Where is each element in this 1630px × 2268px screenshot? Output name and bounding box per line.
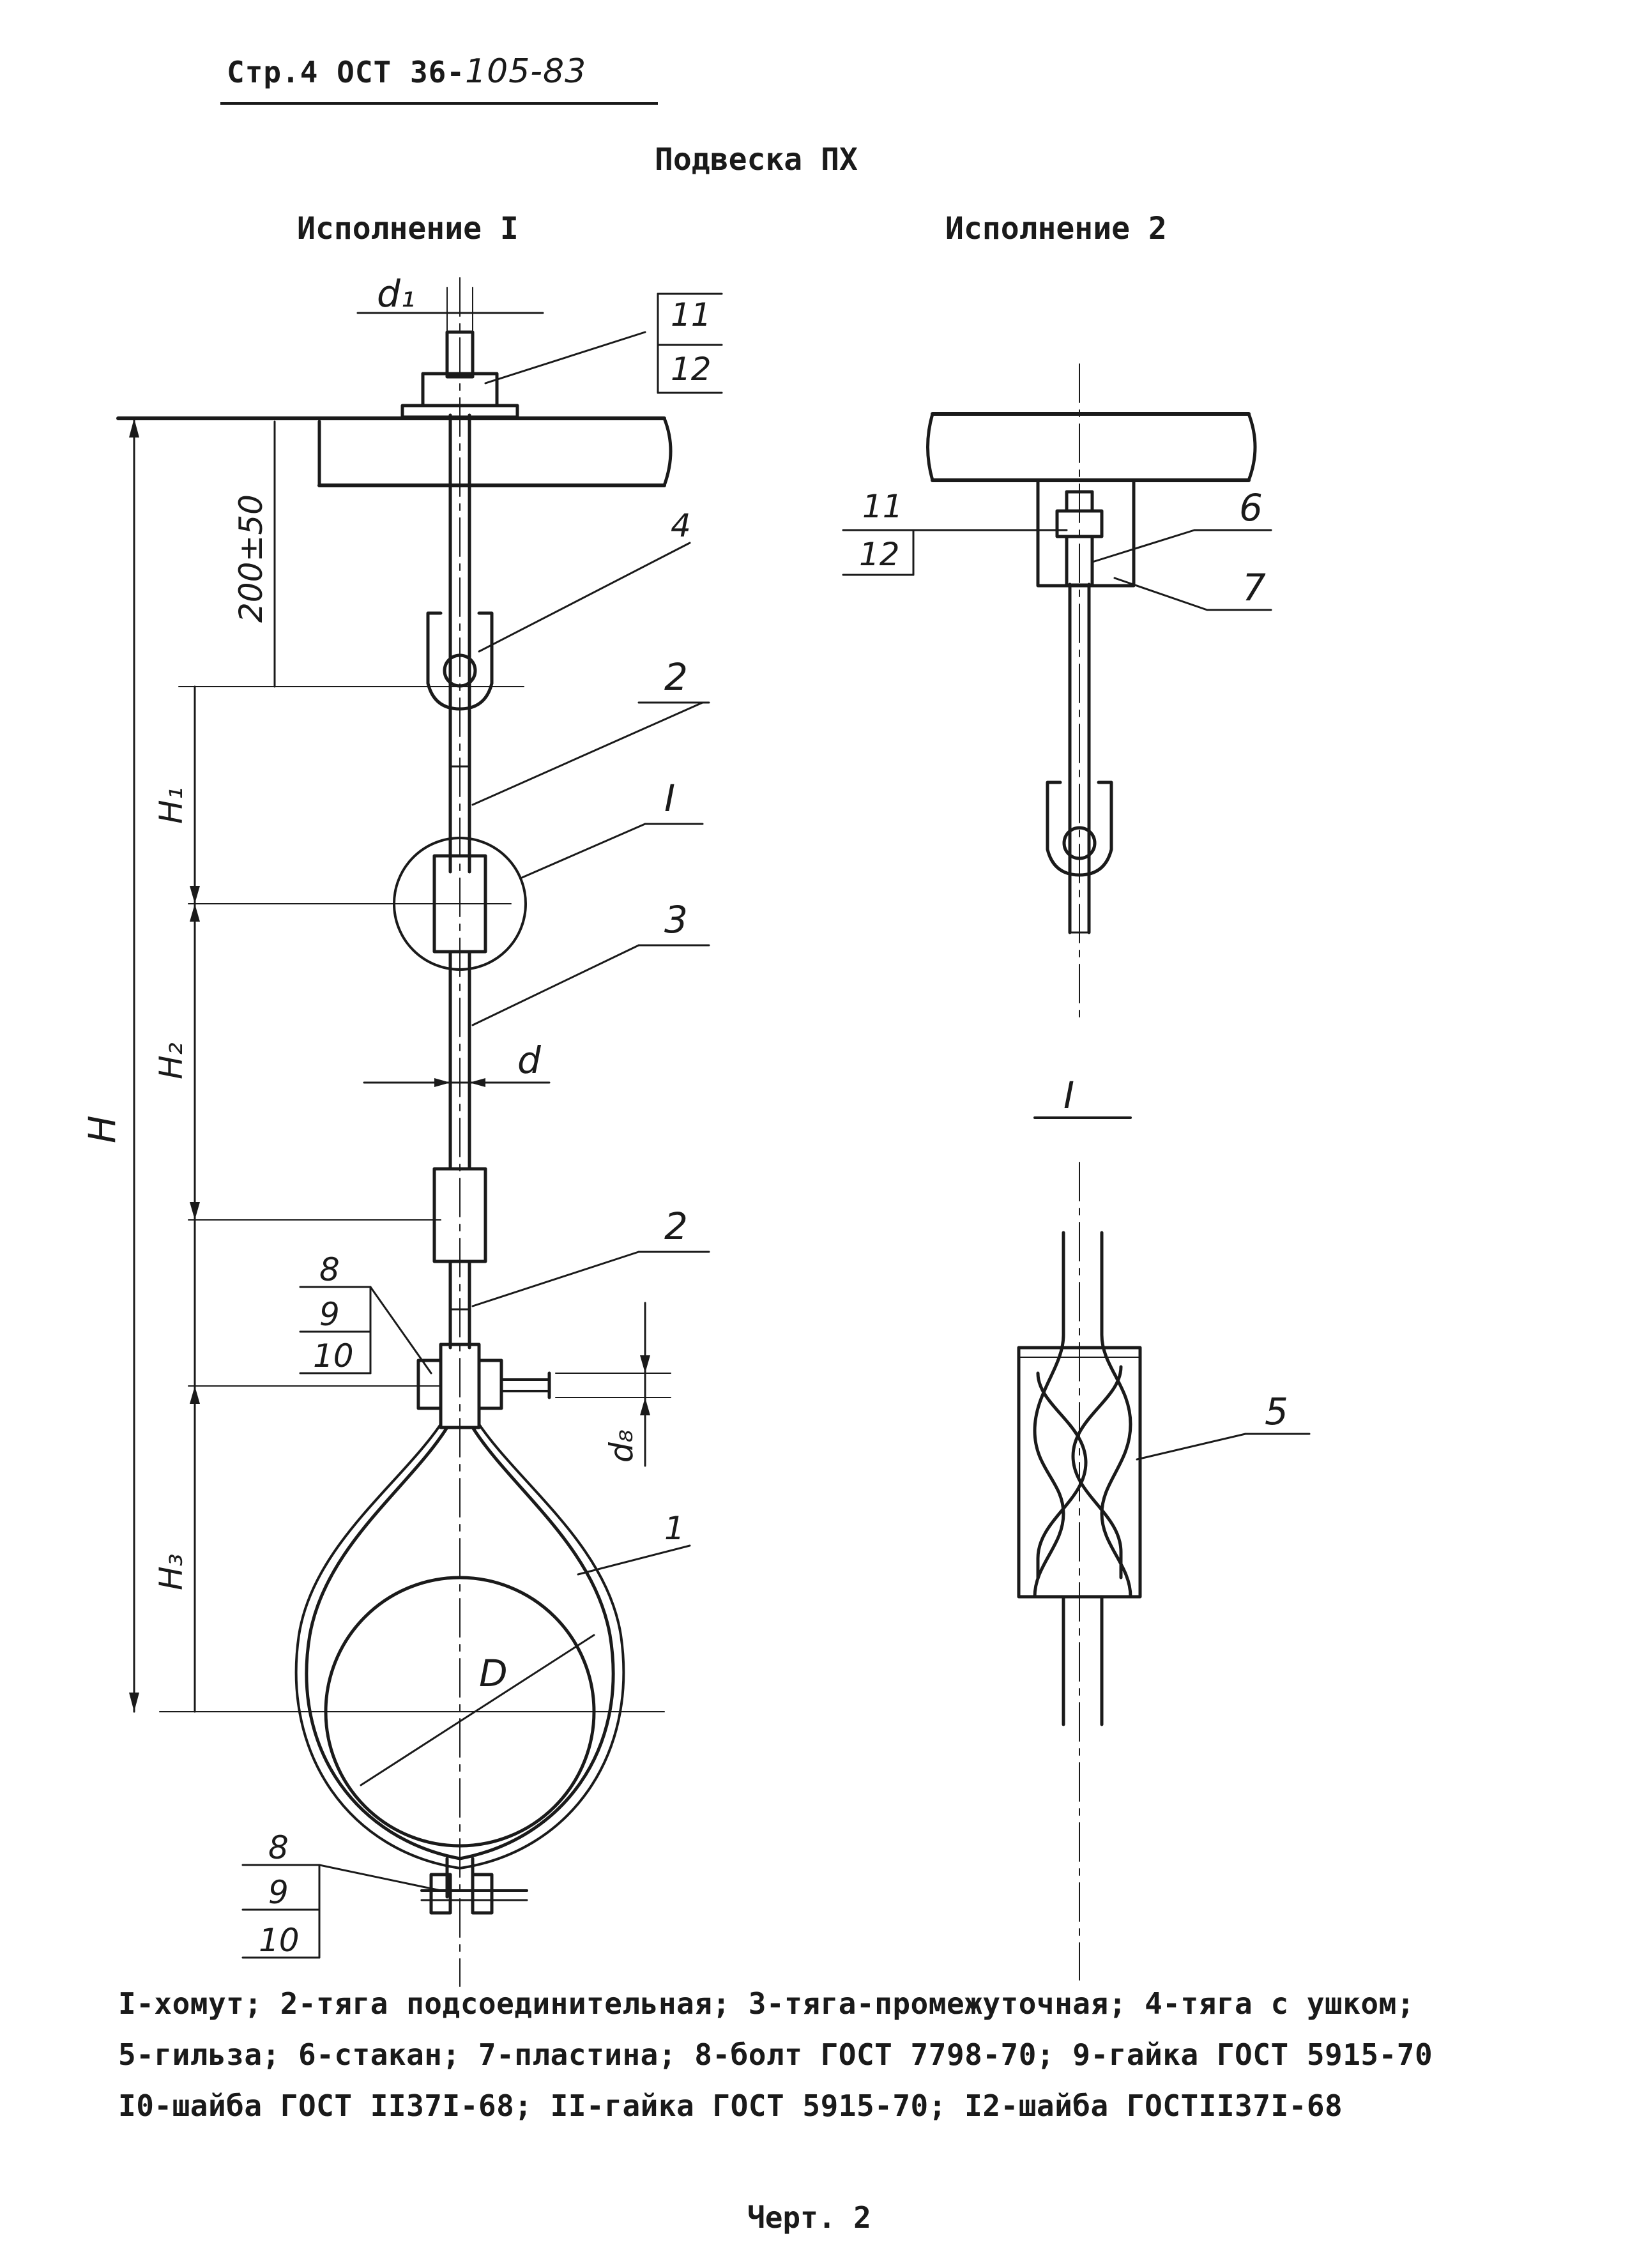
figure-caption: Черт. 2 (747, 2200, 871, 2235)
variant-1-hanger (116, 277, 723, 1987)
callout-12-right: 12 (859, 536, 900, 573)
dim-200-50: 200±50 (232, 494, 270, 623)
callout-10-upper: 10 (313, 1337, 354, 1374)
header-underline (220, 102, 658, 105)
callout-I-left: I (664, 777, 675, 820)
callout-1: 1 (664, 1510, 685, 1547)
variant-2-label: Исполнение 2 (945, 211, 1167, 247)
callout-3: 3 (664, 898, 688, 941)
legend-line-2: 5-гильза; 6-стакан; 7-пластина; 8-болт Г… (118, 2037, 1433, 2072)
callout-2-lower: 2 (664, 1205, 688, 1248)
legend-line-3: I0-шайба ГОСТ II37I-68; II-гайка ГОСТ 59… (118, 2089, 1343, 2123)
callout-4: 4 (671, 507, 691, 544)
legend-line-1: I-хомут; 2-тяга подсоединительная; 3-тяг… (118, 1986, 1415, 2021)
page-code-number: 105-83 (465, 52, 587, 91)
callout-2-upper: 2 (664, 655, 688, 699)
callout-12-left: 12 (671, 351, 712, 388)
callout-9-upper: 9 (319, 1296, 340, 1333)
page-code-prefix: Стр.4 ОСТ 36- (227, 55, 466, 89)
dim-H3: H₃ (153, 1553, 190, 1590)
variant-2-hanger (842, 363, 1311, 1981)
dim-H2: H₂ (153, 1042, 190, 1079)
callout-6: 6 (1239, 486, 1263, 529)
dim-d: d (517, 1039, 542, 1082)
callout-I-right: I (1063, 1074, 1074, 1117)
page-code: Стр.4 ОСТ 36-105-83 (227, 52, 586, 91)
callout-11-right: 11 (862, 488, 903, 525)
callout-8-lower: 8 (268, 1829, 289, 1866)
dim-H: H (80, 1115, 124, 1143)
callout-8-upper: 8 (319, 1251, 340, 1288)
callout-11-left: 11 (671, 296, 712, 333)
callout-10-lower: 10 (259, 1922, 300, 1959)
variant-1-label: Исполнение I (297, 211, 519, 247)
dim-d1: d₁ (377, 272, 415, 316)
dim-H1: H₁ (153, 787, 190, 824)
callout-5: 5 (1265, 1390, 1288, 1433)
dim-D: D (479, 1652, 508, 1695)
callout-9-lower: 9 (268, 1874, 289, 1911)
dim-d8: d₈ (603, 1429, 640, 1463)
drawing-title: Подвеска ПХ (655, 142, 858, 178)
callout-7: 7 (1242, 566, 1266, 609)
